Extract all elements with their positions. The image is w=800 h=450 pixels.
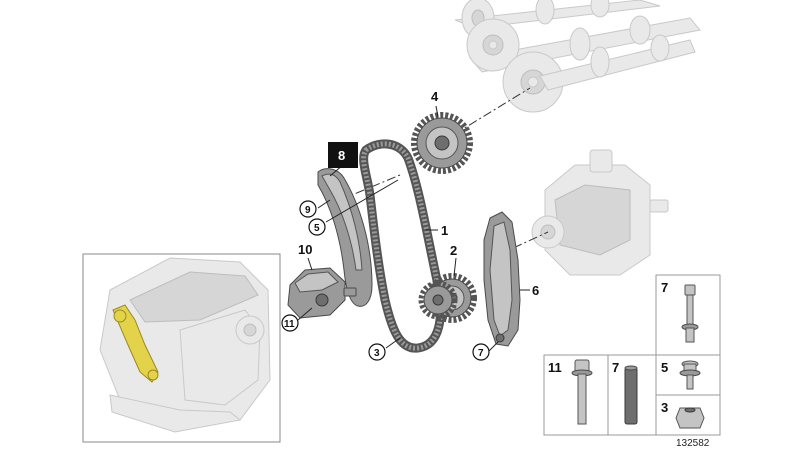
callout-3: 3 <box>374 348 380 359</box>
leader-lines <box>297 105 530 353</box>
callout-9-circle <box>299 200 317 218</box>
inset-chain-highlight <box>112 304 159 383</box>
engine-inset <box>99 257 271 433</box>
reference-number: 132582 <box>676 438 710 449</box>
callout-6: 6 <box>532 283 539 298</box>
bolt-11-icon <box>571 359 593 425</box>
callout-1: 1 <box>441 223 448 238</box>
bolt-5-icon <box>679 360 701 390</box>
callout-5-circle <box>308 218 326 236</box>
callout-10: 10 <box>298 242 312 257</box>
callout-8-box <box>328 142 358 168</box>
legend-label-3: 3 <box>661 400 668 415</box>
fastener-legend <box>543 274 721 436</box>
nut-3-icon <box>675 407 705 429</box>
timing-chain <box>359 139 445 353</box>
legend-label-11: 11 <box>548 360 562 375</box>
axis-line-guide <box>339 174 401 201</box>
sleeve-7-icon <box>624 365 638 425</box>
sprocket-4 <box>411 112 473 174</box>
callout-9: 9 <box>305 205 311 216</box>
hp-pump-ghost <box>531 149 669 276</box>
callout-2: 2 <box>450 243 457 258</box>
chain-tensioner <box>287 267 357 319</box>
callout-5: 5 <box>314 223 320 234</box>
callout-3-circle <box>368 343 386 361</box>
chain-links <box>361 141 443 351</box>
callout-11-circle <box>281 314 299 332</box>
guide-rail <box>483 211 521 347</box>
callout-4: 4 <box>431 89 439 104</box>
legend-label-5: 5 <box>661 360 668 375</box>
bolt-7-icon <box>681 284 699 343</box>
camshafts-ghost <box>454 0 701 113</box>
callout-11: 11 <box>284 319 295 330</box>
sprocket-2 <box>418 273 477 323</box>
callout-8: 8 <box>338 148 345 163</box>
legend-label-7-mid: 7 <box>612 360 619 375</box>
callout-7: 7 <box>478 348 484 359</box>
tensioning-rail <box>317 168 373 307</box>
callout-7-circle <box>472 343 490 361</box>
legend-label-7-top: 7 <box>661 280 668 295</box>
